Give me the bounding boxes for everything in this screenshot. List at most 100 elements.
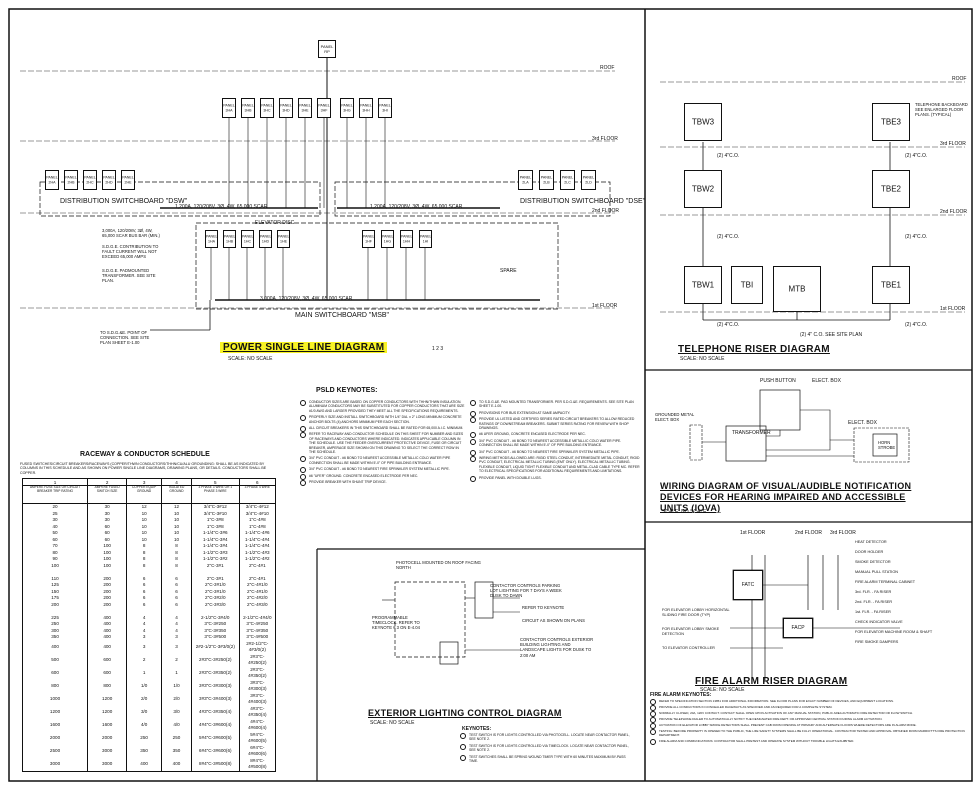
wiring-horn: HORN STROBE: [878, 440, 896, 451]
panel-rp: PANEL RP: [318, 40, 336, 58]
keynote-marker: [470, 432, 476, 439]
table-cell: 60: [87, 523, 128, 530]
keynote-item: #6 "UFER" GROUND. CONCRETE ENCASED ELECT…: [300, 473, 465, 480]
keynote-item: NORMALLY CLOSED, 20A, 120V CONTACT. CONT…: [650, 711, 970, 717]
wiring-push-button: PUSH BUTTON: [760, 378, 796, 384]
panel-id: 2HD: [105, 180, 113, 184]
lighting-keynotes-title: KEYNOTES:: [462, 726, 492, 732]
panel-word: PANEL: [224, 234, 236, 239]
panel-id: 1HH: [402, 239, 411, 243]
table-cell: 10: [161, 523, 192, 530]
table-cell: 1200: [21, 705, 89, 719]
tbe3-box: TBE3: [872, 103, 910, 141]
keynote-text: 3/4" PVC CONDUIT - #6 BOND TO NEAREST FI…: [479, 449, 620, 454]
fire-left-note: FOR ELEVATOR LOBBY SMOKE DETECTION: [662, 627, 720, 636]
keynote-text: TEST SWITCH IS FOR LIGHTS CONTROLLED VIA…: [469, 743, 629, 753]
keynote-item: 3/4" PVC CONDUIT - #6 BOND TO NEAREST FI…: [300, 467, 465, 474]
table-cell: 8#4"C-3#500(8): [190, 757, 240, 772]
fire-left-note: FOR ELEVATOR LOBBY HORIZONTAL SLIDING FI…: [662, 608, 730, 617]
keynote-item: PROVISIONS FOR BUS EXTENSION AT SAME AMP…: [470, 410, 640, 417]
keynote-text: PROVISIONS FOR BUS EXTENSION AT SAME AMP…: [479, 410, 571, 415]
table-cell: 30: [87, 517, 128, 524]
keynote-marker: [470, 417, 476, 424]
table-row: [21, 608, 277, 615]
bus-dse: 1,200A, 120/208V, 3Ø, 4W, 65,000 SCAR: [370, 204, 463, 210]
keynote-marker: [470, 410, 476, 417]
fire-legend-item: DOOR HOLDER: [855, 550, 884, 554]
table-cell: 2#3"C-3#350(2): [190, 666, 240, 680]
table-cell: 6: [161, 582, 192, 589]
keynote-marker: [650, 729, 656, 735]
panel-word: PANEL: [561, 175, 574, 180]
keynote-text: PROVIDE UL LISTED AND CERTIFIED SERIES R…: [479, 417, 635, 431]
telephone-title: TELEPHONE RISER DIAGRAM: [678, 344, 830, 355]
fire-left-notes: FOR ELEVATOR LOBBY HORIZONTAL SLIDING FI…: [662, 608, 732, 661]
bus-msb: 3,000A, 120/208V, 3Ø, 4W, 65,000 SCAR: [260, 296, 353, 302]
panel-word: PANEL: [278, 234, 290, 239]
panel-id: 3HB: [244, 108, 252, 112]
table-cell: 3#3"C-3#300(3): [190, 679, 240, 693]
keynote-marker: [300, 473, 306, 480]
table-cell: 3000: [87, 744, 128, 758]
photocell-note: PHOTOCELL MOUNTED ON ROOF FACING NORTH: [396, 560, 481, 571]
keynote-item: REFER TO RACEWAY AND CONDUCTOR SCHEDULE …: [300, 432, 465, 454]
table-cell: 5#4"C-4#600(5): [238, 731, 277, 745]
panel-word: PANEL: [65, 175, 77, 180]
table-cell: 1/0: [161, 679, 192, 693]
mtb-box: MTB: [773, 266, 821, 312]
table-cell: 4/0: [126, 718, 163, 732]
dse-label: DISTRIBUTION SWITCHBOARD "DSE": [520, 198, 646, 205]
tbe1-box: TBE1: [872, 266, 910, 304]
panel-id: 1HF: [365, 239, 372, 243]
keynote-item: TEST SWITCH IS FOR LIGHTS CONTROLLED VIA…: [460, 733, 635, 742]
table-cell: 8#4"C-4#500(8): [238, 757, 277, 772]
keynote-marker: [650, 705, 656, 711]
panel-id: 3HA: [225, 108, 233, 112]
fatc-box: FATC: [733, 570, 763, 600]
panel-word: PANEL: [206, 234, 218, 239]
table-cell: 3000: [87, 757, 128, 772]
table-cell: 1600: [87, 718, 128, 732]
table-cell: 400: [87, 614, 128, 621]
panel-word: PANEL: [582, 175, 595, 180]
keynote-item: FIRE ALARM AND COMMUNICATIONS: CONTRACTO…: [650, 739, 970, 745]
keynote-marker: [650, 699, 656, 705]
table-cell: 400: [126, 757, 163, 772]
keynote-marker: [300, 467, 306, 474]
sdge-note: S.D.G.E. CONTRIBUTION TO FAULT CURRENT W…: [102, 244, 159, 260]
power-floor2-label: 2nd FLOOR: [592, 208, 619, 214]
table-cell: 3"C-4#500: [238, 634, 277, 641]
table-cell: 3#3"C-3#400(3): [190, 692, 240, 706]
telephone-scale: SCALE: NO SCALE: [680, 356, 725, 362]
table-cell: 2#2-1/2"C-4#3/0(2): [238, 640, 277, 654]
keynote-text: TESTING: BEFORE PROPERTY IS OPENED TO TH…: [659, 729, 965, 737]
fire-scale: SCALE: NO SCALE: [700, 687, 745, 693]
panel-id: 3HG: [343, 108, 351, 112]
table-cell: 1-1/4"C-4#6: [238, 530, 277, 537]
table-cell: 2#3"C-3#250(2): [190, 653, 240, 667]
table-cell: 10: [161, 536, 192, 543]
panel-word: PANEL: [318, 103, 330, 108]
table-cell: 2/0: [126, 692, 163, 706]
panel-word: PANEL: [46, 175, 58, 180]
keynote-item: TESTING: BEFORE PROPERTY IS OPENED TO TH…: [650, 729, 970, 737]
table-cell: 1-1/2"C-4#2: [238, 556, 277, 563]
table-cell: 2-1/2"C-4#4/0: [238, 614, 277, 621]
keynote-item: #6 UFER GROUND, CONCRETE ENCASED ELECTRO…: [470, 432, 640, 439]
table-cell: 2"C-4#1: [238, 575, 277, 582]
